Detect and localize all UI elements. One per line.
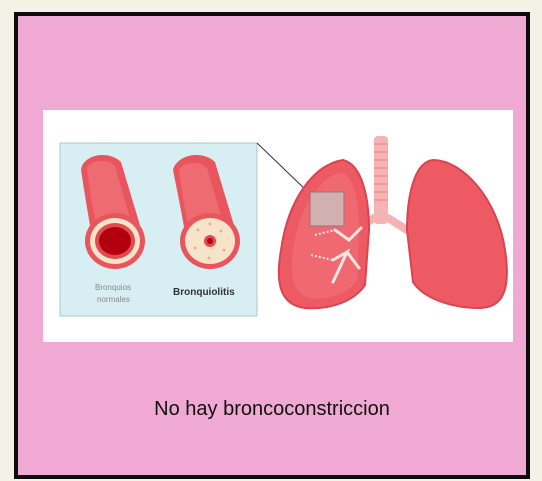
caption-text: No hay broncoconstriccion — [18, 398, 526, 421]
pink-card: Bronquios normales Bronquiolitis — [14, 12, 530, 479]
illustration-svg: Bronquios normales Bronquiolitis — [43, 110, 513, 342]
normal-bronchi-label-line1: Bronquios — [95, 283, 131, 292]
right-lung-graphic — [407, 160, 507, 308]
zoom-box — [310, 192, 344, 226]
normal-bronchi-label-line2: normales — [97, 295, 130, 304]
left-lung-graphic — [279, 160, 369, 308]
bronchiolitis-label: Bronquiolitis — [173, 287, 235, 298]
bronchiolitis-illustration: Bronquios normales Bronquiolitis — [43, 110, 513, 342]
leader-line-top — [257, 143, 308, 192]
